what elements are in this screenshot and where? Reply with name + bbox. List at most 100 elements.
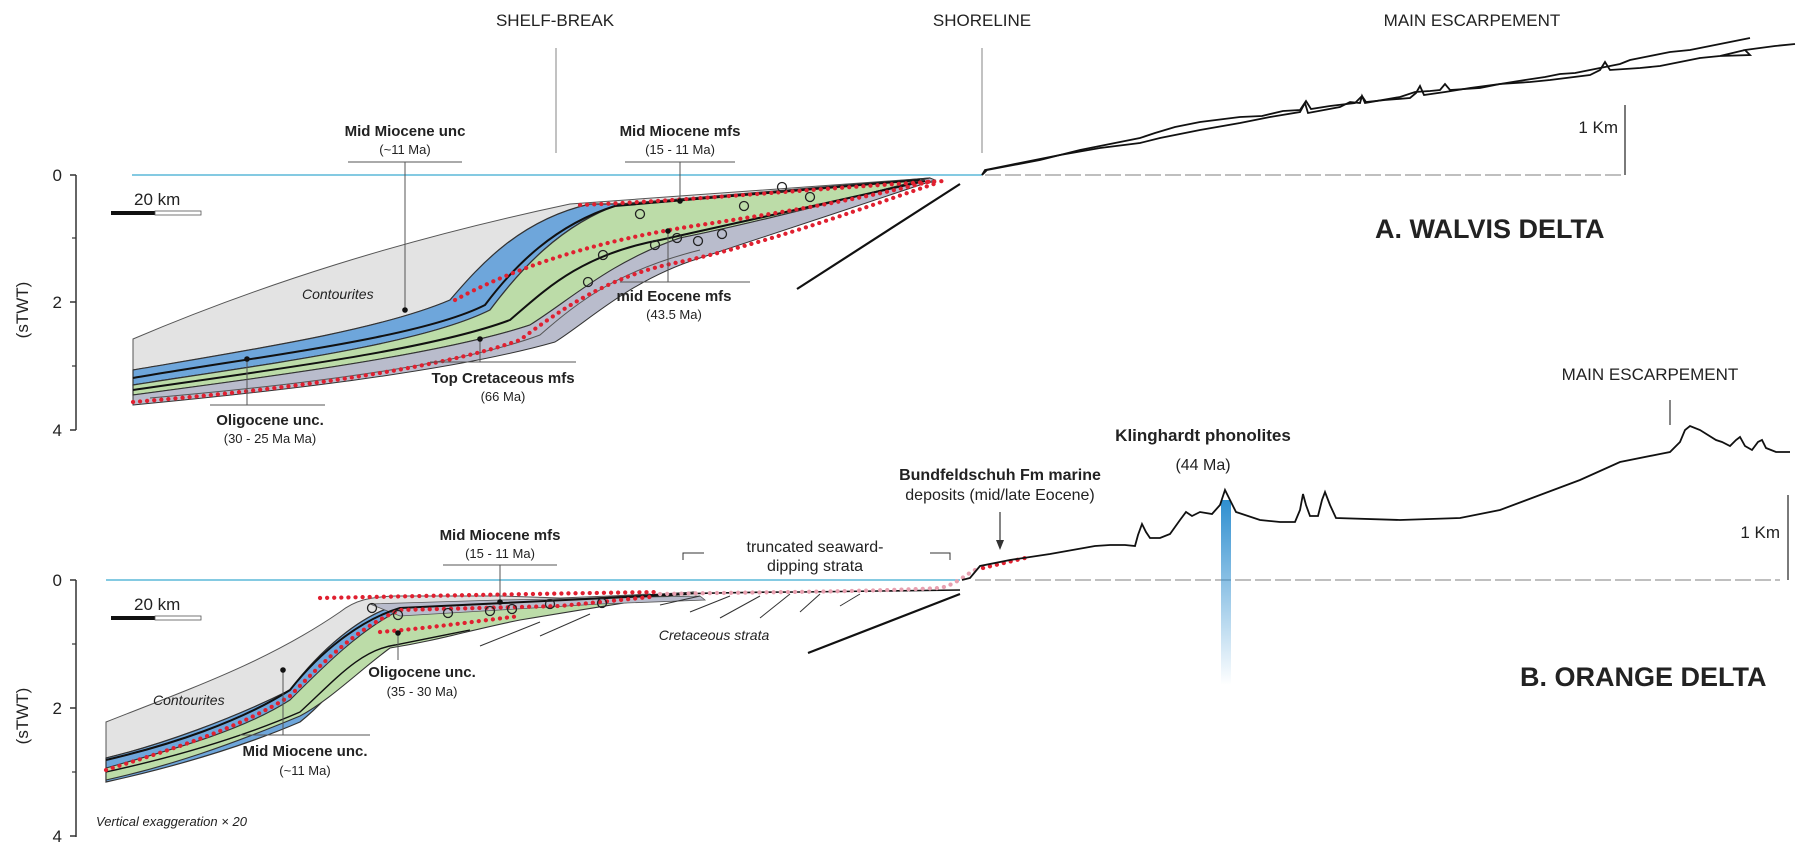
- axis-a-label-4: 4: [53, 421, 62, 440]
- horizon-b-1: [105, 593, 691, 761]
- marker-circle: [671, 232, 683, 244]
- oligocene-unc-a-age: (30 - 25 Ma Ma): [224, 431, 316, 446]
- horizon-b-2: [105, 629, 471, 773]
- marker-circle: [716, 228, 728, 240]
- onshore-profile-a-visible: [982, 34, 1795, 175]
- klinghardt-phonolite-plug: [1221, 500, 1231, 685]
- red-dots-b-lower: [103, 594, 653, 773]
- truncated-strata-label-2: dipping strata: [767, 558, 863, 575]
- marker-dot: [395, 630, 401, 636]
- bundfeldschuh-arrowhead: [996, 540, 1004, 550]
- fault-line-a: [796, 183, 961, 290]
- panel-a-title: A. WALVIS DELTA: [1375, 214, 1605, 244]
- marker-circle: [634, 208, 646, 220]
- pink-dots-b: [657, 567, 978, 597]
- bundfeldschuh-label-2: deposits (mid/late Eocene): [905, 487, 1094, 504]
- mid-eocene-mfs-age: (43.5 Ma): [646, 307, 702, 322]
- top-cretaceous-mfs-age: (66 Ma): [481, 389, 526, 404]
- mid-miocene-unc-a-label: Mid Miocene unc: [345, 123, 466, 140]
- truncated-strata-label-1: truncated seaward-: [747, 539, 884, 556]
- panel-b-orange: MAIN ESCARPEMENT 0 2 4 (sTWT): [13, 365, 1790, 846]
- axis-b-label-0: 0: [53, 571, 62, 590]
- onshore-profile-a-line: [982, 46, 1795, 175]
- main-escarpement-label-a: MAIN ESCARPEMENT: [1384, 11, 1561, 30]
- marker-circle: [442, 607, 454, 619]
- bundfeldschuh-label-1: Bundfeldschuh Fm marine: [899, 467, 1101, 484]
- axis-b-title: (sTWT): [13, 688, 32, 745]
- km-scale-b-label: 20 km: [134, 595, 180, 614]
- marker-circle: [738, 200, 750, 212]
- klinghardt-label: Klinghardt phonolites: [1115, 426, 1291, 445]
- walvis-onshore-topography: [981, 37, 1751, 176]
- marker-dot: [244, 356, 250, 362]
- marker-dot: [280, 667, 286, 673]
- marker-circle: [597, 249, 609, 261]
- truncated-strata-lines: [479, 593, 861, 647]
- onshore-topography-a: [985, 56, 1720, 172]
- vertical-exaggeration-label: Vertical exaggeration × 20: [96, 814, 248, 829]
- marker-circle: [776, 181, 788, 193]
- km-scale-a-black: [111, 211, 155, 215]
- escarpment-a-drawn: [1420, 34, 1798, 91]
- oligocene-unc-b-age: (35 - 30 Ma): [387, 684, 458, 699]
- km-scale-b-white: [154, 615, 202, 621]
- axis-b-label-2: 2: [53, 699, 62, 718]
- marker-circle: [692, 235, 704, 247]
- marker-circle: [596, 597, 608, 609]
- red-dots-a-lower: [130, 179, 943, 405]
- cretaceous-strata-label: Cretaceous strata: [659, 627, 770, 643]
- marker-circle: [804, 191, 816, 203]
- shoreline-label: SHORELINE: [933, 11, 1031, 30]
- contourites-a-label: Contourites: [302, 286, 374, 302]
- axis-a-label-2: 2: [53, 293, 62, 312]
- mid-miocene-unc-a-age: (~11 Ma): [379, 142, 430, 157]
- oligocene-unc-b-label: Oligocene unc.: [368, 664, 476, 681]
- mid-miocene-mfs-b-label: Mid Miocene mfs: [440, 527, 561, 544]
- axis-a-label-0: 0: [53, 166, 62, 185]
- green-unit-b: [105, 591, 696, 781]
- red-dots-b-mid: [377, 613, 523, 635]
- klinghardt-age: (44 Ma): [1175, 457, 1230, 474]
- marker-dot: [677, 198, 683, 204]
- km-scale-a-label: 20 km: [134, 190, 180, 209]
- main-escarpement-label-b: MAIN ESCARPEMENT: [1562, 365, 1739, 384]
- km-scale-b-black: [111, 616, 155, 620]
- mid-miocene-unc-b-label: Mid Miocene unc.: [242, 743, 367, 760]
- panel-b-title: B. ORANGE DELTA: [1520, 662, 1767, 692]
- marker-dot: [497, 599, 503, 605]
- axis-b-label-4: 4: [53, 827, 62, 846]
- marker-circle: [544, 598, 556, 610]
- onshore-topo-a: [984, 49, 1795, 171]
- truncated-bracket-left: [682, 552, 704, 560]
- red-dots-a-middle: [452, 177, 938, 303]
- red-dots-a-upper: [577, 178, 948, 208]
- marker-circle: [582, 276, 594, 288]
- orange-onshore-topography: [961, 424, 1790, 581]
- top-cretaceous-mfs-label: Top Cretaceous mfs: [431, 370, 574, 387]
- marker-dot: [477, 336, 483, 342]
- onshore-profile-a-stroke: [982, 36, 1795, 175]
- marker-dot: [665, 228, 671, 234]
- grey-unit-a: [132, 177, 937, 406]
- horizon-a-3: [149, 249, 701, 399]
- marker-circle: [366, 602, 378, 614]
- axis-a-title: (sTWT): [13, 282, 32, 339]
- mid-miocene-mfs-a-label: Mid Miocene mfs: [620, 123, 741, 140]
- truncated-bracket-right: [930, 552, 951, 560]
- oligocene-unc-a-label: Oligocene unc.: [216, 412, 324, 429]
- onshore-profile-a: [982, 57, 1798, 175]
- marker-circle: [506, 603, 518, 615]
- horizon-a-1: [132, 179, 921, 379]
- topography-a-line: [985, 50, 1680, 172]
- km-scale-a-white: [154, 210, 202, 216]
- mid-miocene-mfs-a-age: (15 - 11 Ma): [645, 142, 715, 157]
- vertical-scale-a-label: 1 Km: [1578, 118, 1618, 137]
- marker-dot: [402, 307, 408, 313]
- red-dots-b-upper: [317, 589, 663, 601]
- contourites-b-label: Contourites: [153, 692, 225, 708]
- marker-circle: [392, 609, 404, 621]
- fault-line-b: [807, 592, 961, 655]
- shelf-break-label: SHELF-BREAK: [496, 11, 615, 30]
- topography-a: [981, 43, 1796, 176]
